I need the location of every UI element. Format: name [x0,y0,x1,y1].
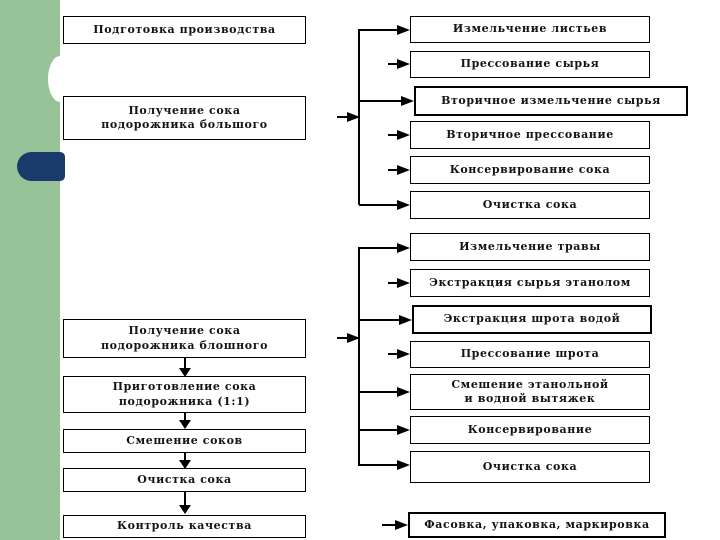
connector-line [359,464,397,466]
connector-line [184,492,186,505]
arrowhead-right-icon [397,130,410,140]
arrowhead-down-icon [179,460,191,469]
arrowhead-down-icon [179,368,191,377]
connector-line [382,524,395,526]
flow-box-juice-preservation: Консервирование сока [410,156,650,184]
connector-line [388,63,397,65]
accent-pill [17,152,65,181]
connector-line [359,319,399,321]
flow-box-pressing-meal: Прессование шрота [410,341,650,368]
connector-line [359,100,401,102]
connector-line [184,358,186,368]
flow-box-packaging: Фасовка, упаковка, маркировка [408,512,666,538]
flow-box-secondary-grinding: Вторичное измельчение сырья [414,86,688,116]
connector-line [184,453,186,460]
arrowhead-right-icon [397,278,410,288]
arrowhead-right-icon [397,200,410,210]
arrowhead-right-icon [397,425,410,435]
arrowhead-right-icon [347,112,360,122]
connector-line [337,337,347,339]
arrowhead-down-icon [179,420,191,429]
arrowhead-right-icon [397,165,410,175]
flow-box-juice-purification-2: Очистка сока [410,451,650,483]
arrowhead-right-icon [401,96,414,106]
flow-box-mixing-extracts: Смешение этанольной и водной вытяжек [410,374,650,410]
arrowhead-right-icon [397,387,410,397]
connector-line [359,391,397,393]
flow-box-preservation: Консервирование [410,416,650,444]
flow-box-secondary-pressing: Вторичное прессование [410,121,650,149]
arrowhead-down-icon [179,505,191,514]
flow-box-juice-fleawort: Получение сока подорожника блошного [63,319,306,358]
arrowhead-right-icon [347,333,360,343]
connector-line [388,353,397,355]
flow-box-pressing-raw: Прессование сырья [410,51,650,78]
arrowhead-right-icon [399,315,412,325]
flow-box-ethanol-extraction: Экстракция сырья этанолом [410,269,650,297]
connector-line [359,204,397,206]
connector-line [359,247,397,249]
arrowhead-right-icon [397,25,410,35]
connector-line [184,412,186,420]
sidebar-notch [48,56,72,102]
flow-box-mixing-juices: Смешение соков [63,429,306,453]
connector-trunk-2 [358,247,360,466]
arrowhead-right-icon [397,349,410,359]
flow-box-grinding-herb: Измельчение травы [410,233,650,261]
flow-box-juice-purification-1: Очистка сока [410,191,650,219]
connector-line [359,429,397,431]
arrowhead-right-icon [397,460,410,470]
connector-line [388,282,397,284]
connector-line [388,169,397,171]
arrowhead-right-icon [397,243,410,253]
arrowhead-right-icon [395,520,408,530]
flow-box-juice-preparation: Приготовление сока подорожника (1:1) [63,376,306,413]
flow-box-juice-purification-l: Очистка сока [63,468,306,492]
flow-box-production-prep: Подготовка производства [63,16,306,44]
flow-box-quality-control: Контроль качества [63,515,306,538]
connector-line [337,116,347,118]
flow-box-juice-greater: Получение сока подорожника большого [63,96,306,140]
arrowhead-right-icon [397,59,410,69]
flow-box-grinding-leaves: Измельчение листьев [410,16,650,43]
flow-box-water-extraction: Экстракция шрота водой [412,305,652,334]
connector-line [359,29,397,31]
connector-line [388,134,397,136]
